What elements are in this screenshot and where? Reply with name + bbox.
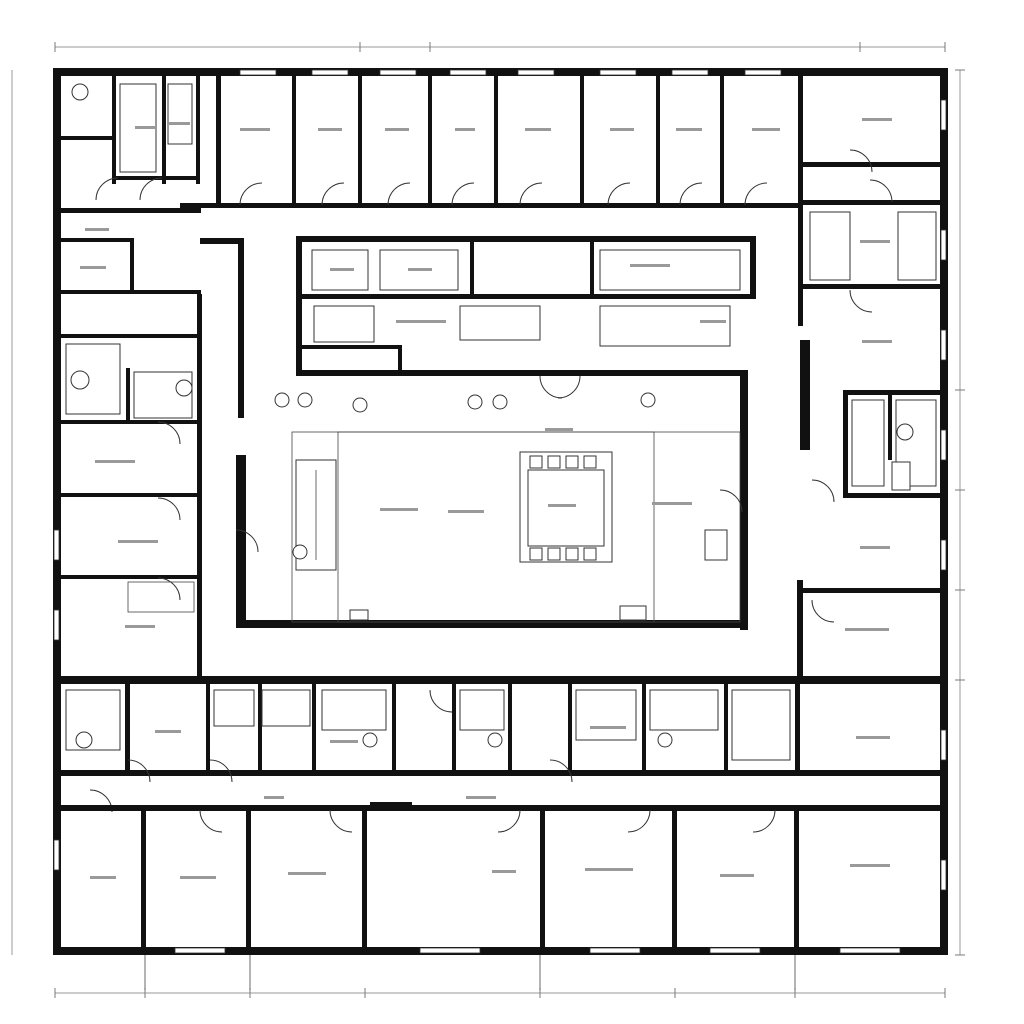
top-left-service-rooms (61, 76, 201, 294)
central-rooms-block (200, 236, 756, 630)
right-rooms (797, 118, 943, 739)
exterior-walls (53, 68, 948, 955)
left-rooms (61, 294, 202, 680)
top-offices (180, 76, 803, 326)
central-hall (235, 392, 743, 623)
lower-service-rooms (61, 676, 941, 813)
dimension-lines (11, 42, 965, 998)
bottom-offices (61, 796, 941, 951)
